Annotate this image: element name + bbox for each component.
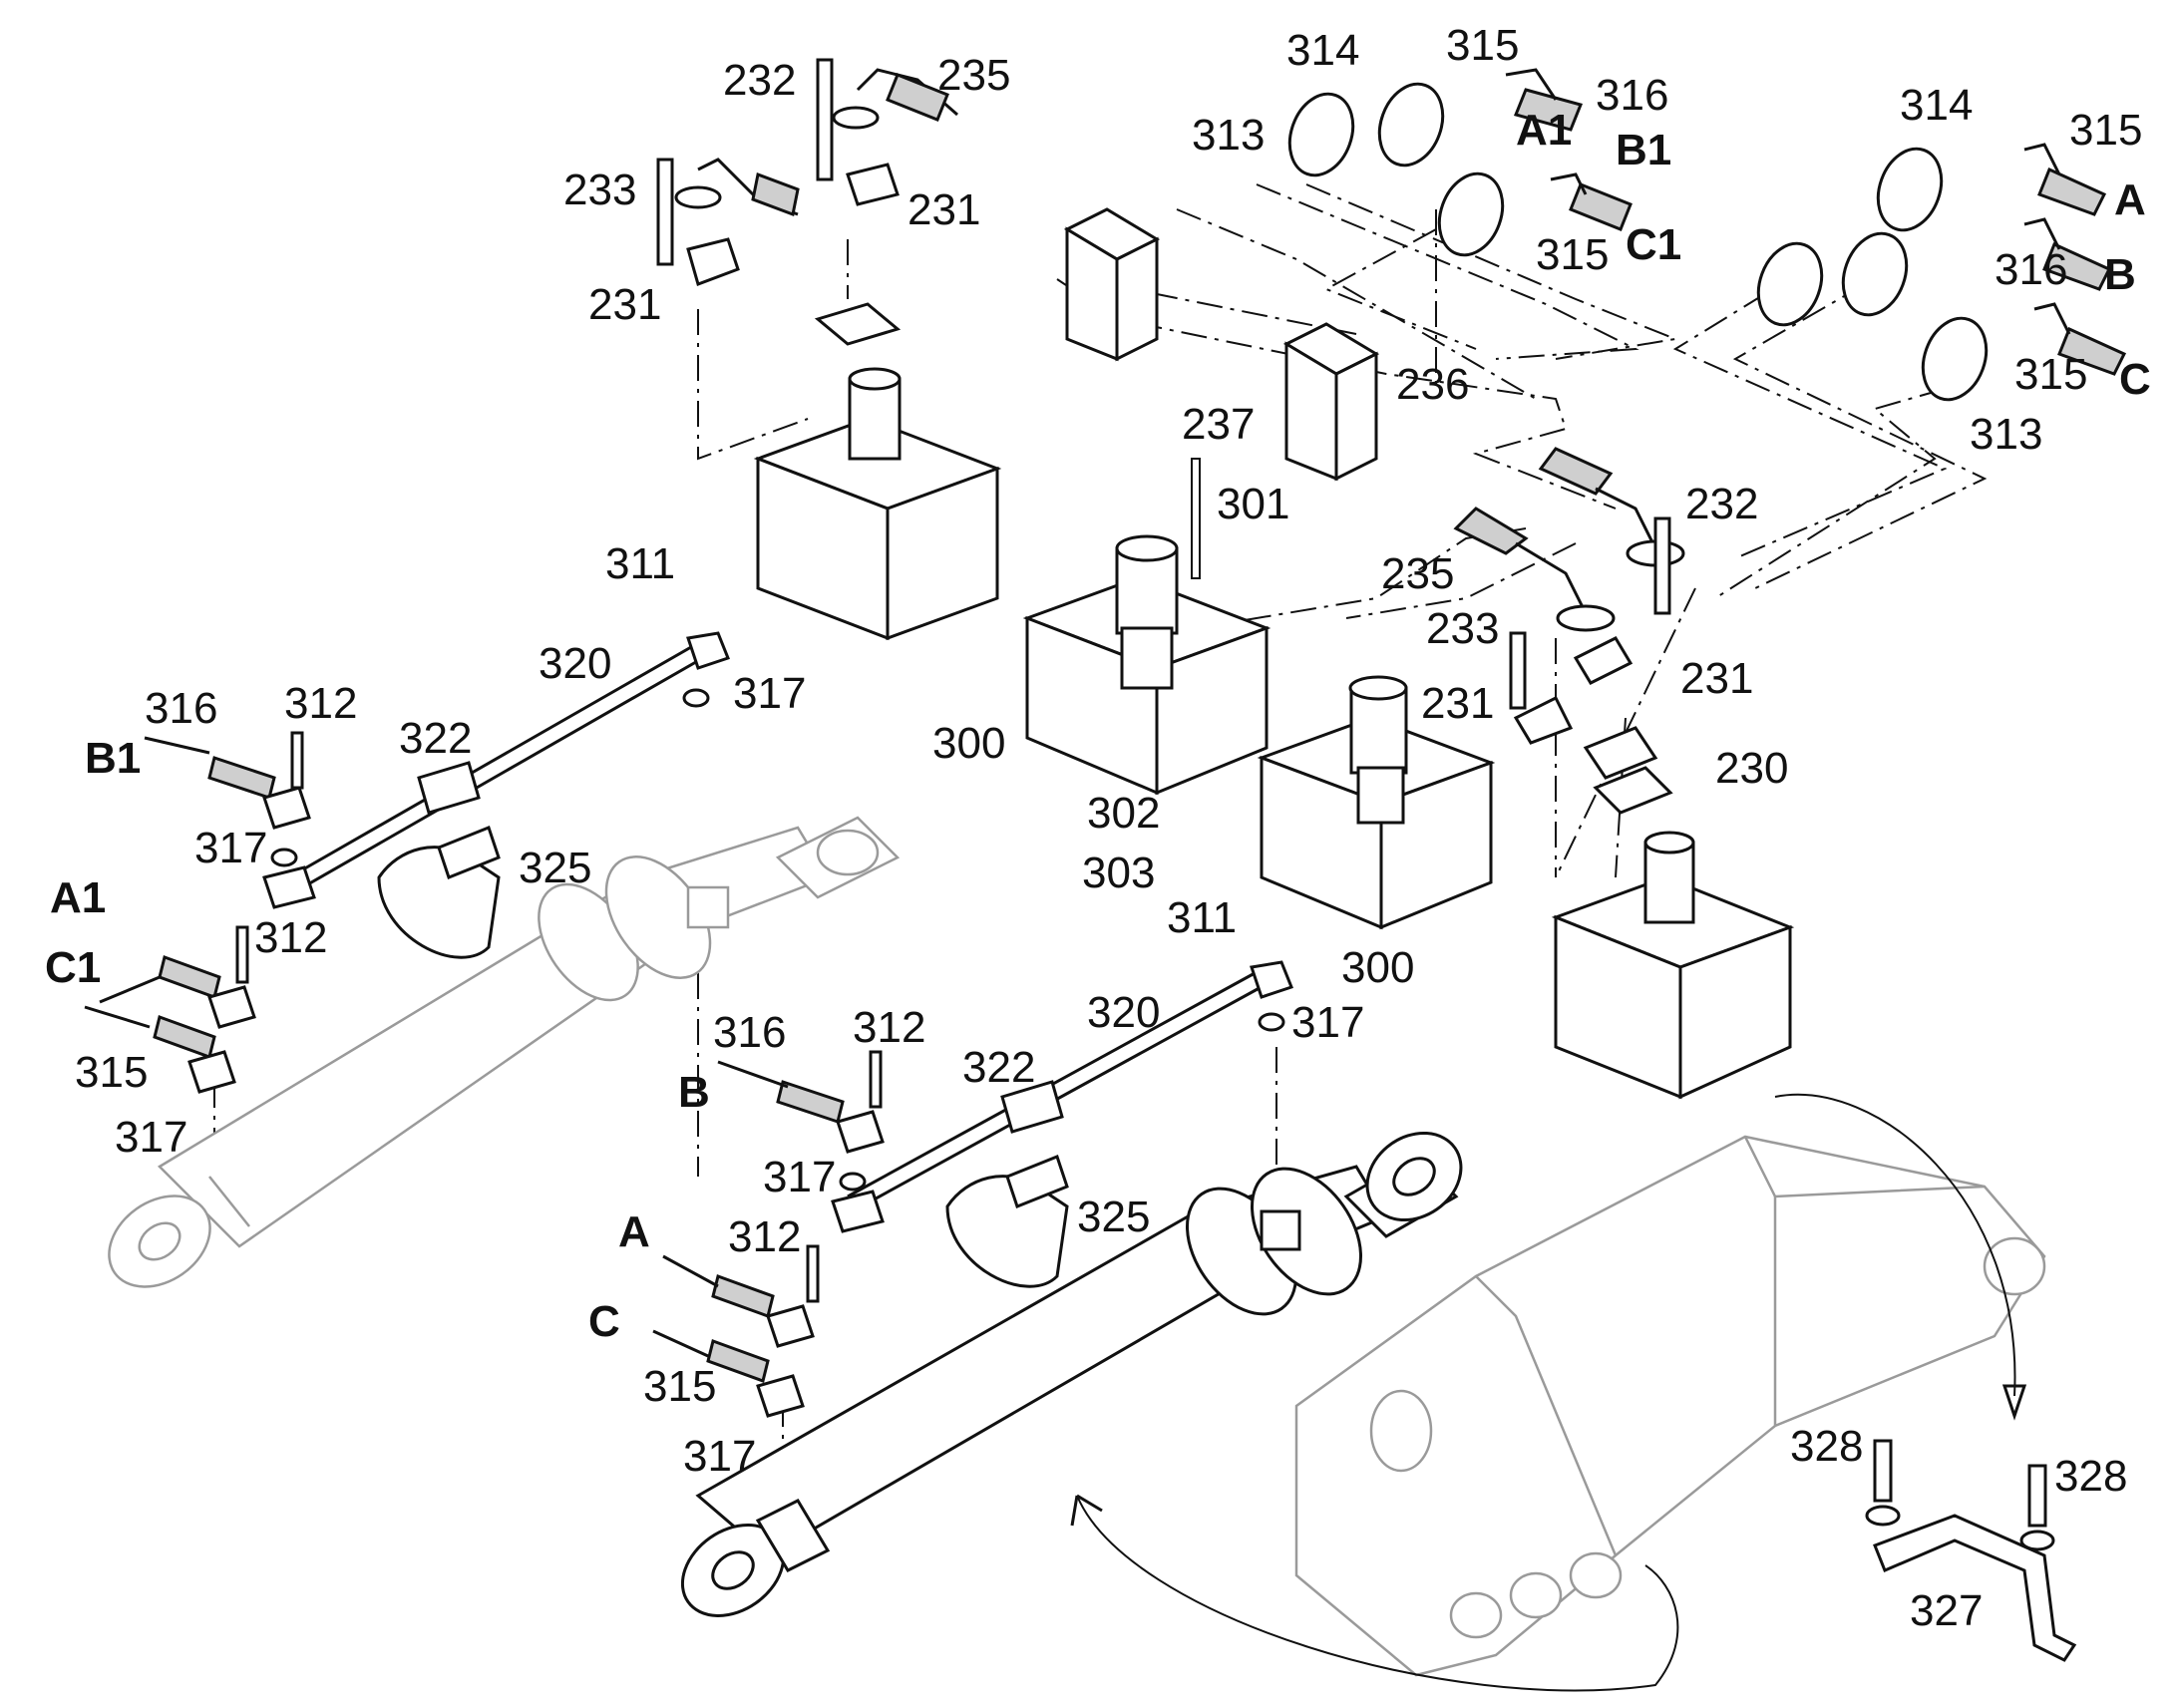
callout-317: 317 xyxy=(194,824,267,872)
callout-320: 320 xyxy=(1087,988,1160,1037)
hose-clamp-lower xyxy=(1282,322,1380,482)
valve-block-top-left xyxy=(753,367,1002,641)
port-label-c1: C1 xyxy=(45,943,101,992)
callout-312: 312 xyxy=(853,1003,925,1052)
tube-and-clamps-right xyxy=(831,960,1293,1288)
callout-312: 312 xyxy=(284,679,357,728)
hose-clamp-upper xyxy=(1063,207,1161,362)
callout-328: 328 xyxy=(2054,1452,2127,1501)
valve-block-right xyxy=(1551,831,1795,1100)
port-label-b: B xyxy=(678,1068,710,1117)
callout-315: 315 xyxy=(1446,21,1519,70)
port-label-b1: B1 xyxy=(1616,126,1671,174)
callout-311: 311 xyxy=(1167,893,1237,942)
callout-232: 232 xyxy=(1685,480,1758,528)
hose-fittings-upper-left xyxy=(656,58,958,346)
callout-313: 313 xyxy=(1970,410,2042,459)
hose-fittings-center-right xyxy=(1453,447,1685,815)
port-label-c1: C1 xyxy=(1626,220,1681,269)
callout-328: 328 xyxy=(1790,1422,1863,1471)
callout-314: 314 xyxy=(1286,26,1359,75)
callout-302: 302 xyxy=(1087,789,1160,838)
callout-315: 315 xyxy=(2014,350,2087,399)
callout-231: 231 xyxy=(1680,654,1753,703)
port-label-c: C xyxy=(2119,355,2151,404)
fittings-right-b-a-c xyxy=(706,1012,1285,1418)
excavator-boom-ghost xyxy=(1294,1135,2046,1677)
port-label-b: B xyxy=(2104,250,2136,299)
callout-231: 231 xyxy=(588,280,661,329)
valve-block-center xyxy=(1022,458,1272,796)
tube-and-clamps-left xyxy=(262,631,730,959)
callout-233: 233 xyxy=(1426,604,1499,653)
callout-237: 237 xyxy=(1182,400,1255,449)
callout-312: 312 xyxy=(728,1212,801,1261)
left-hydraulic-cylinder-ghost xyxy=(108,816,901,1288)
callout-314: 314 xyxy=(1900,81,1973,130)
callout-labels: 232 235 233 231 231 314 315 316 313 A1 B… xyxy=(45,21,2151,1635)
callout-316: 316 xyxy=(145,684,217,733)
callout-313: 313 xyxy=(1192,111,1265,160)
callout-315: 315 xyxy=(2069,106,2142,155)
port-label-a: A xyxy=(618,1207,650,1256)
callout-315: 315 xyxy=(643,1362,716,1411)
port-flanges-upper-right xyxy=(1287,68,2127,402)
callout-315: 315 xyxy=(1536,230,1609,279)
callout-327: 327 xyxy=(1910,1586,1983,1635)
callout-300: 300 xyxy=(1341,943,1414,992)
callout-235: 235 xyxy=(1381,549,1454,598)
callout-236: 236 xyxy=(1396,360,1469,409)
callout-232: 232 xyxy=(723,56,796,105)
callout-315: 315 xyxy=(75,1048,148,1097)
fittings-left-b1-a1-c1 xyxy=(153,688,710,1094)
callout-317: 317 xyxy=(763,1153,836,1201)
callout-322: 322 xyxy=(962,1043,1035,1092)
callout-317: 317 xyxy=(1291,998,1364,1047)
callout-300: 300 xyxy=(932,719,1005,768)
callout-233: 233 xyxy=(563,166,636,214)
callout-301: 301 xyxy=(1217,480,1289,528)
callout-317: 317 xyxy=(683,1432,756,1481)
callout-317: 317 xyxy=(733,669,806,718)
callout-231: 231 xyxy=(908,185,980,234)
callout-316: 316 xyxy=(1596,71,1668,120)
callout-235: 235 xyxy=(937,51,1010,100)
callout-312: 312 xyxy=(254,913,327,962)
valve-block-center-lower xyxy=(1257,675,1496,930)
callout-303: 303 xyxy=(1082,849,1155,897)
callout-316: 316 xyxy=(1995,245,2067,294)
port-label-c: C xyxy=(588,1297,620,1346)
callout-311: 311 xyxy=(605,539,675,588)
main-hydraulic-cylinder xyxy=(680,1131,1463,1617)
callout-317: 317 xyxy=(115,1113,187,1162)
port-label-a1: A1 xyxy=(1516,106,1572,155)
callout-325: 325 xyxy=(1077,1193,1150,1241)
bracket-and-bolts xyxy=(1865,1439,2077,1662)
callout-316: 316 xyxy=(713,1008,786,1057)
callout-320: 320 xyxy=(539,639,611,688)
port-label-a1: A1 xyxy=(50,873,106,922)
callout-231: 231 xyxy=(1421,679,1494,728)
port-label-b1: B1 xyxy=(85,734,141,783)
callout-322: 322 xyxy=(399,714,472,763)
callout-325: 325 xyxy=(519,844,591,892)
callout-230: 230 xyxy=(1715,744,1788,793)
port-label-a: A xyxy=(2114,175,2146,224)
assembly-direction-arrows xyxy=(84,736,2027,1692)
